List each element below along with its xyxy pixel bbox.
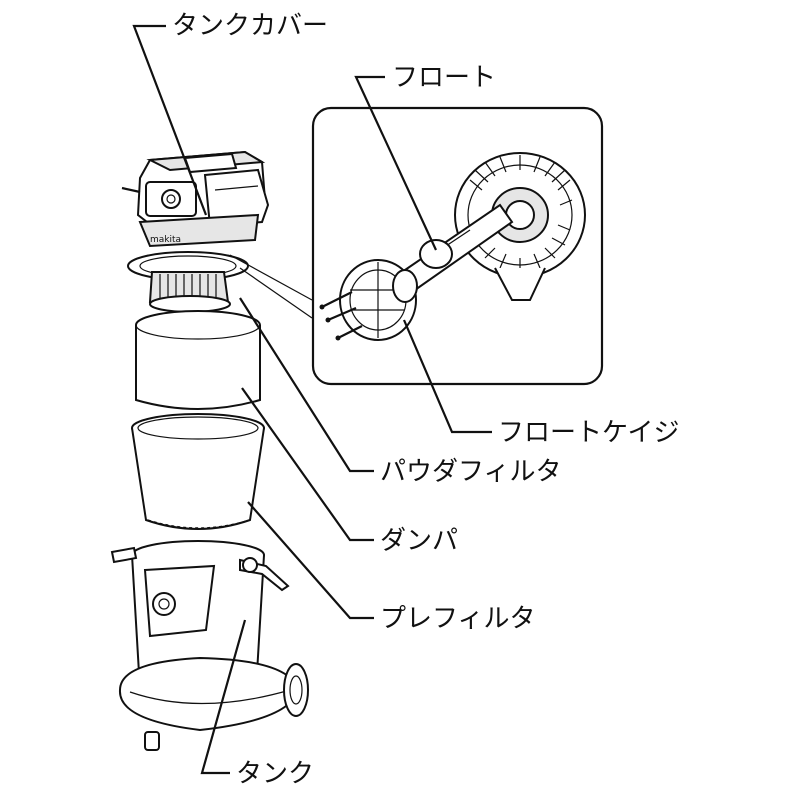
- label-float: フロート: [392, 63, 496, 93]
- tank-part: [110, 540, 309, 751]
- leader-float-cage: [402, 319, 492, 434]
- inset-connector-line: [229, 254, 313, 301]
- pre-filter-part: [131, 413, 265, 530]
- label-tank-cover: タンクカバー: [172, 11, 328, 41]
- label-powder-filter: パウダフィルタ: [380, 457, 561, 487]
- leader-float: [354, 75, 437, 251]
- label-pre-filter: プレフィルタ: [380, 604, 535, 634]
- damper-part: [135, 310, 261, 410]
- leader-lines: [132, 24, 492, 775]
- leader-damper: [241, 387, 374, 542]
- label-tank: タンク: [236, 759, 314, 789]
- label-float-cage: フロートケイジ: [498, 418, 679, 448]
- leader-tank: [200, 619, 247, 775]
- leader-tank-cover: [132, 24, 208, 216]
- powder-filter-part: [148, 271, 231, 313]
- leader-pre-filter: [247, 501, 374, 620]
- leader-powder-filter: [239, 297, 374, 473]
- tank-cover-part: makita: [121, 150, 270, 248]
- float-part: [419, 239, 453, 269]
- float-detail-inset: [311, 106, 604, 386]
- svg-text:makita: makita: [150, 235, 181, 245]
- label-damper: ダンパ: [380, 526, 458, 556]
- inset-connector-line: [239, 267, 313, 319]
- float-cage-part: [454, 152, 586, 301]
